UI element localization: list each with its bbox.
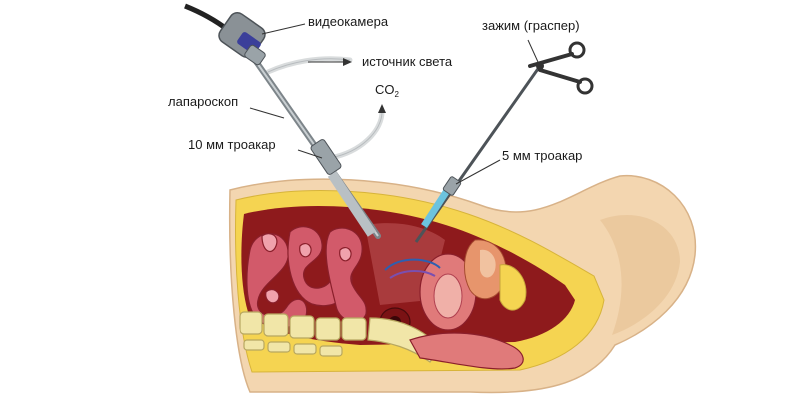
label-light-source: источник света bbox=[362, 54, 453, 69]
label-trocar-10mm: 10 мм троакар bbox=[188, 137, 276, 152]
label-videocamera: видеокамера bbox=[308, 14, 389, 29]
label-co2-main: CO bbox=[375, 82, 395, 97]
spine bbox=[239, 311, 441, 363]
label-co2: CO2 bbox=[375, 82, 399, 99]
grasper-ring-lower bbox=[576, 77, 594, 95]
body-cross-section bbox=[228, 175, 697, 394]
thigh-shadow bbox=[600, 214, 680, 335]
label-trocar-5mm: 5 мм троакар bbox=[502, 148, 583, 163]
label-co2-subscript: 2 bbox=[394, 90, 399, 99]
label-grasper: зажим (граспер) bbox=[482, 18, 580, 33]
trocar-5mm bbox=[421, 176, 462, 228]
rectum bbox=[409, 332, 524, 370]
co2-tube bbox=[327, 109, 385, 161]
label-laparoscope: лапароскоп bbox=[168, 94, 239, 109]
leader-lines bbox=[249, 23, 539, 185]
trocar-10mm bbox=[310, 139, 377, 237]
videocamera bbox=[184, 3, 266, 66]
grasper-ring-upper bbox=[568, 41, 586, 59]
pelvic-organs bbox=[379, 239, 527, 337]
